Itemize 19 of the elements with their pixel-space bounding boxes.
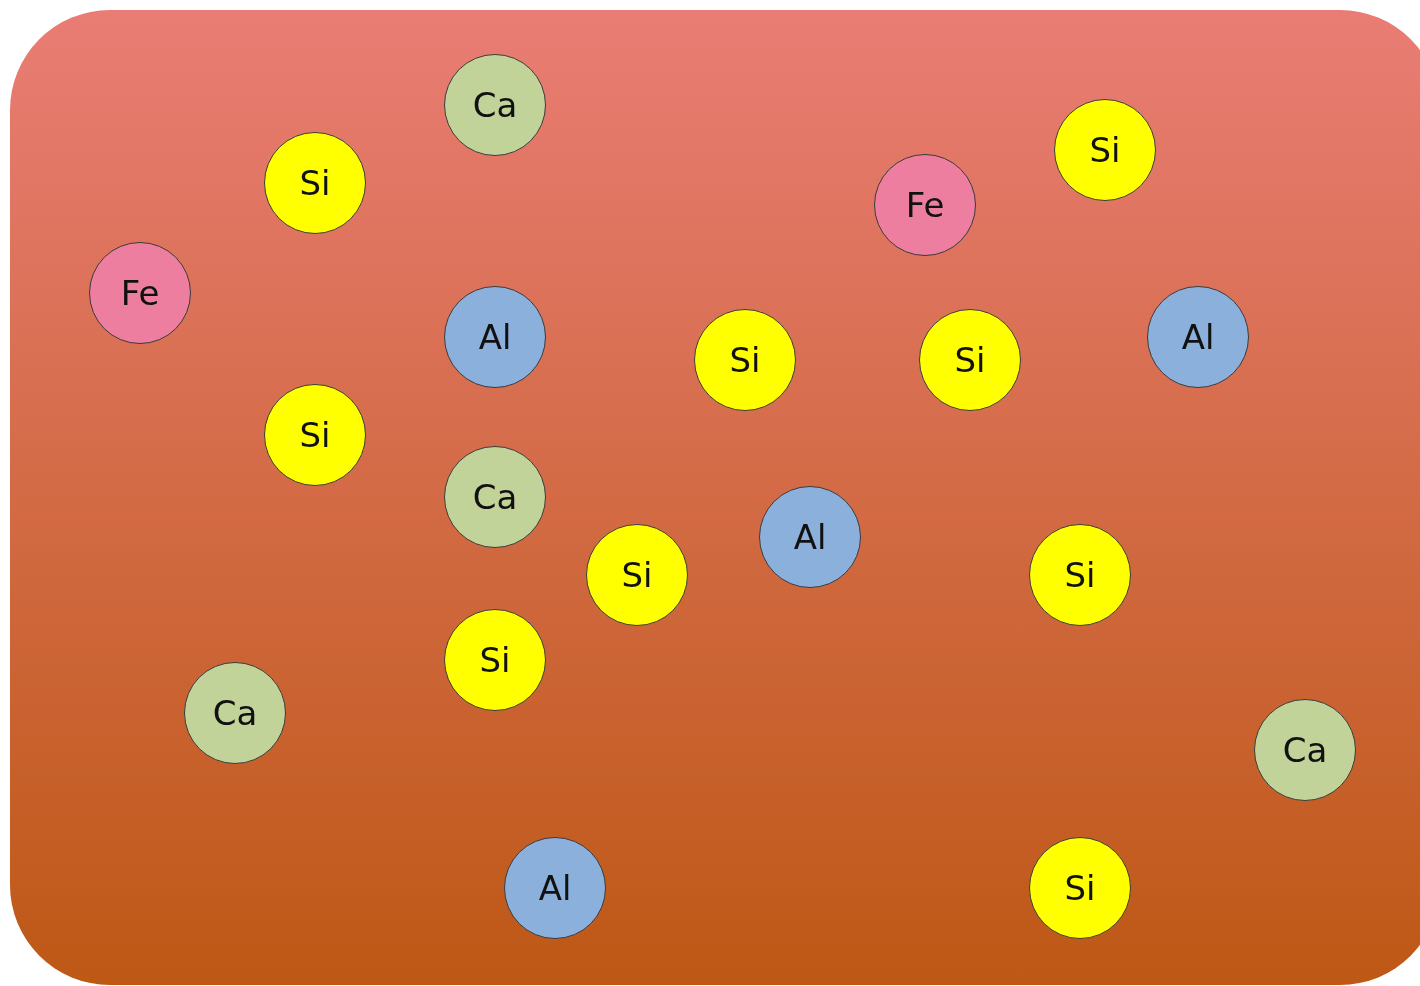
element-symbol: Si [299, 415, 331, 455]
element-symbol: Si [729, 340, 761, 380]
element-symbol: Si [621, 555, 653, 595]
element-symbol: Si [1064, 555, 1096, 595]
element-symbol: Si [1064, 868, 1096, 908]
element-symbol: Ca [212, 693, 258, 733]
element-symbol: Fe [905, 185, 945, 225]
element-symbol: Al [793, 517, 827, 557]
element-symbol: Al [1181, 317, 1215, 357]
element-symbol: Ca [472, 85, 518, 125]
element-symbol: Fe [120, 273, 160, 313]
element-symbol: Si [954, 340, 986, 380]
element-symbol: Si [1089, 130, 1121, 170]
element-symbol: Ca [472, 477, 518, 517]
element-symbol: Ca [1282, 730, 1328, 770]
element-symbol: Al [538, 868, 572, 908]
element-symbol: Si [479, 640, 511, 680]
element-symbol: Si [299, 163, 331, 203]
element-symbol: Al [478, 317, 512, 357]
